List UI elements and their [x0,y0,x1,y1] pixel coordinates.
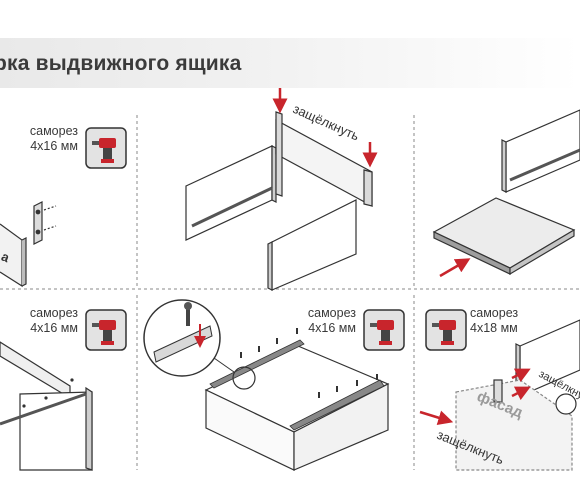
panel6-arrows [419,368,531,425]
page-title: рка выдвижного ящика [0,52,242,75]
panel4-screws [22,378,74,408]
snap-arrows [272,88,378,168]
panel4-front [0,341,93,471]
screwdriver-icon [425,309,467,351]
panel6-drawer [455,319,580,471]
panel-dividers [0,115,580,470]
panel1-parts [0,201,57,288]
panel2-drawer [185,111,373,291]
screwdriver-icon [85,309,127,351]
screwdriver-icon [85,127,127,169]
header-band [0,38,580,88]
panel3-drawer [432,109,580,276]
magnifier-detail [143,299,256,390]
panel5-screws [240,328,378,398]
panel5-box [204,339,390,471]
insert-arrow [439,258,471,278]
screwdriver-icon [363,309,405,351]
